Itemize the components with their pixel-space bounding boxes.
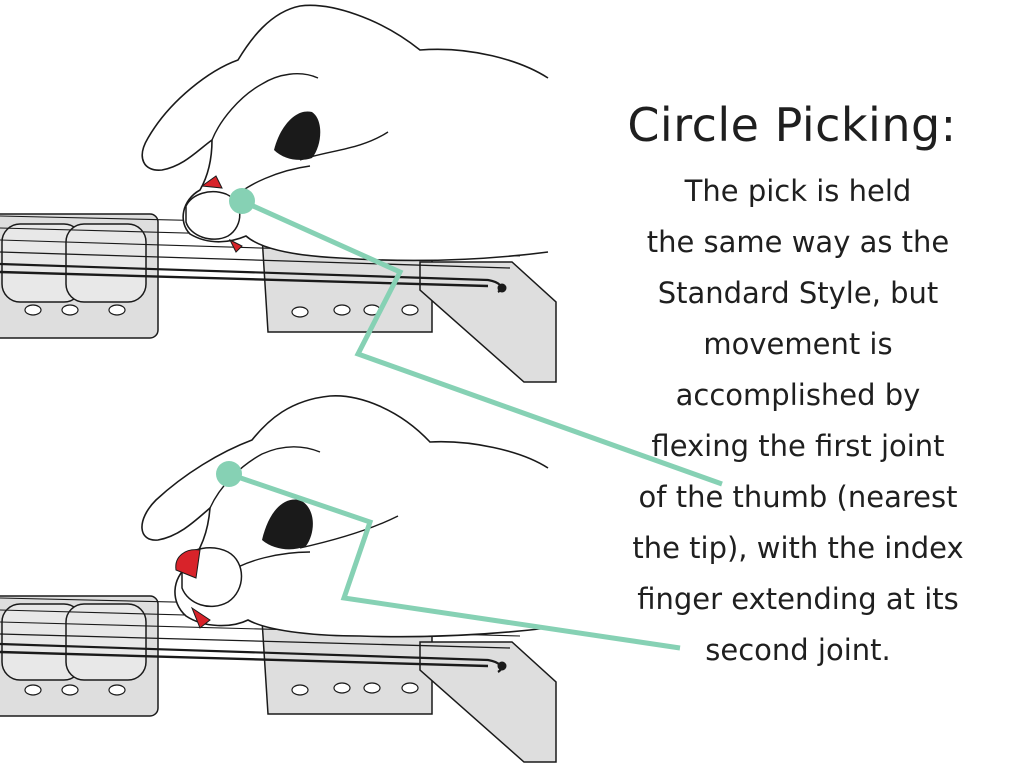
top-guitar <box>0 5 556 382</box>
caption-line: flexing the first joint <box>588 421 1008 472</box>
leader-dot-top <box>229 188 255 214</box>
caption-line: second joint. <box>588 625 1008 676</box>
top-hand-icon <box>142 5 548 260</box>
caption-line: of the thumb (nearest <box>588 472 1008 523</box>
caption-line: the same way as the <box>588 217 1008 268</box>
caption-line: the tip), with the index <box>588 523 1008 574</box>
caption-line: accomplished by <box>588 370 1008 421</box>
caption-line: finger extending at its <box>588 574 1008 625</box>
caption-line: Standard Style, but <box>588 268 1008 319</box>
caption-line: The pick is held <box>588 166 1008 217</box>
bottom-guitar <box>0 396 556 762</box>
leader-dot-bottom <box>216 461 242 487</box>
caption-line: movement is <box>588 319 1008 370</box>
caption-title: Circle Picking: <box>560 98 1024 152</box>
caption-description: The pick is held the same way as the Sta… <box>588 166 1008 676</box>
